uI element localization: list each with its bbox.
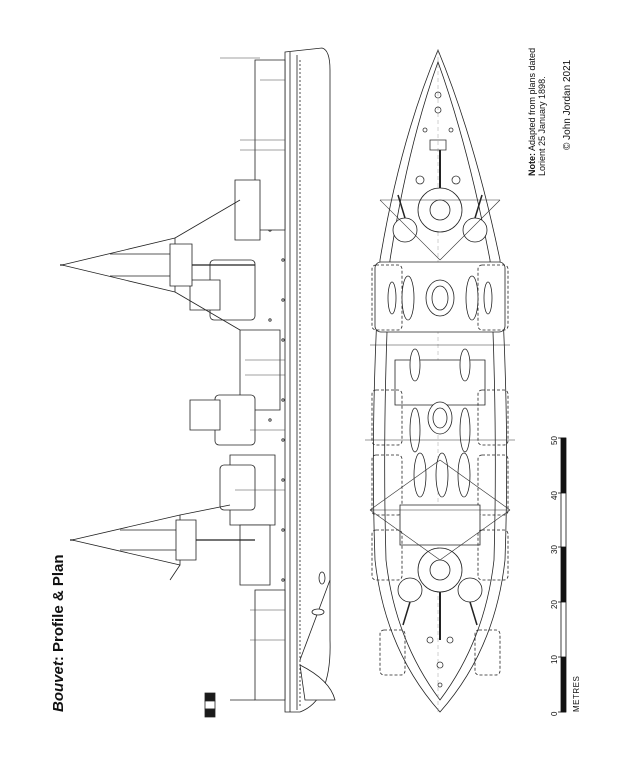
scale-tick-50: 50 [550, 436, 559, 445]
main-mast [70, 505, 255, 580]
aft-bridge [240, 525, 270, 585]
drawing-title: Bouvet: Profile & Plan [50, 554, 67, 712]
scale-tick-30: 30 [550, 545, 559, 554]
aft-turret-plan [398, 548, 482, 640]
fore-turret-plan [393, 150, 487, 242]
fore-bridge [235, 180, 260, 240]
midships-turret-profile [215, 395, 255, 445]
boats [410, 349, 470, 497]
scale-unit-label: METRES [572, 675, 581, 712]
scale-tick-0: 0 [550, 711, 559, 716]
note-line-2: Lorient 25 January 1898. [537, 76, 547, 176]
bow-fittings [416, 92, 460, 184]
plan-rigging [365, 200, 515, 560]
note-label: Note: [527, 153, 537, 176]
mid-superstructure-plan [395, 360, 485, 405]
stern-flag [205, 693, 255, 717]
aft-turret-profile [220, 465, 255, 510]
scale-bar [558, 438, 566, 712]
source-note: Note: Adapted from plans dated Lorient 2… [527, 48, 547, 176]
quarterdeck [255, 590, 285, 700]
title-rest: : Profile & Plan [50, 554, 67, 662]
plan-view [365, 50, 515, 712]
aft-superstructure-plan [400, 505, 480, 545]
scale-tick-20: 20 [550, 600, 559, 609]
fore-funnel [190, 280, 220, 310]
fore-mast [60, 200, 255, 330]
mid-funnel-plan [428, 402, 452, 434]
scale-tick-40: 40 [550, 491, 559, 500]
copyright-text: © John Jordan 2021 [562, 59, 573, 150]
note-line-1: Adapted from plans dated [527, 47, 537, 153]
scale-tick-10: 10 [550, 655, 559, 664]
profile-details [220, 58, 285, 640]
profile-view [60, 48, 335, 712]
propeller-shaft [300, 572, 335, 700]
fore-funnel-plan [426, 280, 454, 316]
ship-name: Bouvet [50, 661, 67, 712]
hull-profile [285, 48, 330, 712]
stern-fittings [427, 637, 453, 687]
mid-funnel [190, 400, 220, 430]
